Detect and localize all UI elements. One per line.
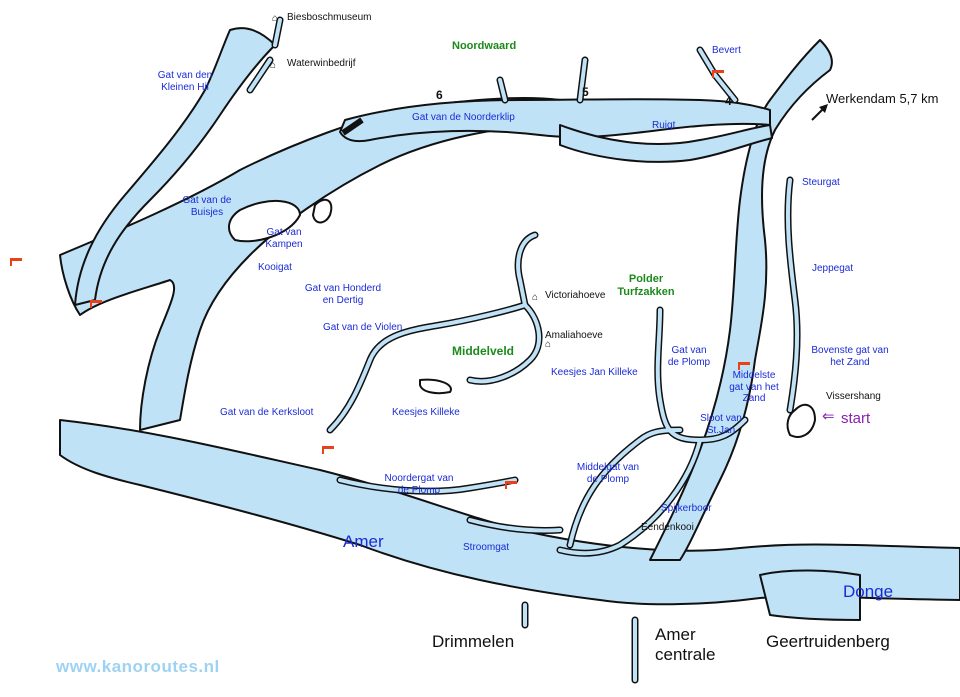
noorderklip-water — [339, 98, 771, 143]
label-gat-kleinen-hil: Gat van den Kleinen Hil — [157, 70, 213, 93]
label-waterwinbedrijf: Waterwinbedrijf — [287, 58, 356, 69]
label-keesjes-jan-killeke: Keesjes Jan Killeke — [551, 367, 638, 378]
label-bovenste-gat: Bovenste gat van het Zand — [811, 345, 889, 368]
label-amer-centrale: Amer centrale — [655, 625, 716, 664]
label-gat-violen: Gat van de Violen — [323, 322, 403, 333]
creeks — [246, 16, 801, 684]
label-middelgat-plomp: Middelgat van de Plomp — [576, 462, 640, 485]
label-spijkerboor: Spijkerboor — [661, 503, 712, 514]
island-2 — [312, 198, 333, 224]
route-point-5: 5 — [582, 85, 589, 99]
route-point-6: 6 — [436, 88, 443, 102]
werkendam-arrow-head-icon — [819, 104, 828, 113]
label-ruigt: Ruigt — [652, 120, 676, 131]
label-gat-plomp: Gat van de Plomp — [667, 345, 711, 368]
island-3 — [419, 378, 452, 395]
landing-marker-plomp — [505, 481, 517, 489]
landing-marker-kerksloot — [322, 446, 334, 454]
label-polder-turfzakken: Polder Turfzakken — [617, 273, 675, 298]
label-gat-kerksloot: Gat van de Kerksloot — [220, 407, 314, 418]
island-1 — [228, 199, 301, 243]
label-drimmelen: Drimmelen — [432, 632, 515, 651]
label-gat-buisjes: Gat van de Buisjes — [182, 195, 232, 218]
label-bevert: Bevert — [712, 45, 741, 56]
start-arrow-icon: ⇐ — [822, 408, 835, 425]
label-gat-kampen: Gat van Kampen — [265, 227, 303, 250]
label-gat-honderd: Gat van Honderd en Dertig — [304, 283, 382, 306]
label-eendenkooi: Eendenkooi — [641, 522, 694, 533]
label-donge: Donge — [843, 582, 894, 601]
label-stroomgat: Stroomgat — [463, 542, 510, 553]
east-channel — [649, 39, 833, 561]
victoriahoeve-icon: ⌂ — [532, 292, 539, 303]
label-noordergat-plomp: Noordergat van de Plomp — [384, 473, 454, 496]
website-label[interactable]: www.kanoroutes.nl — [56, 657, 220, 676]
label-keesjes-killeke: Keesjes Killeke — [392, 407, 460, 418]
landing-marker-middelste — [738, 362, 750, 370]
waterworks-icon: ⌂ — [270, 60, 277, 71]
landing-marker-west — [10, 258, 22, 266]
label-biesboschmuseum: Biesboschmuseum — [287, 12, 372, 23]
island-vissershang — [786, 403, 816, 438]
ruigt-water — [559, 124, 773, 163]
label-gat-noorderklip: Gat van de Noorderklip — [412, 112, 515, 123]
label-geertruidenberg: Geertruidenberg — [766, 632, 890, 651]
label-kooigat: Kooigat — [258, 262, 292, 273]
museum-icon: ⌂ — [272, 13, 279, 24]
landing-marker-bevert — [712, 70, 724, 78]
label-middelste-gat: Middelste gat van het Zand — [729, 370, 779, 404]
label-werkendam: Werkendam 5,7 km — [826, 91, 939, 106]
kleinen-hil-water — [74, 27, 276, 306]
label-amaliahoeve: Amaliahoeve — [545, 330, 603, 341]
label-vissershang: Vissershang — [826, 391, 881, 402]
label-victoriahoeve: Victoriahoeve — [545, 290, 606, 301]
label-amer: Amer — [343, 532, 384, 551]
label-middelveld: Middelveld — [452, 344, 515, 358]
label-steurgat: Steurgat — [802, 177, 840, 188]
route-point-4: 4 — [725, 94, 732, 108]
amaliahoeve-icon: ⌂ — [545, 339, 552, 350]
label-sloot-st-jan: Sloot van St.Jan — [700, 413, 742, 436]
ferry-bar — [341, 117, 364, 136]
label-noordwaard: Noordwaard — [452, 40, 517, 52]
landing-marker-west-island — [90, 300, 102, 308]
label-start: start — [841, 410, 871, 427]
donge-water — [759, 569, 861, 621]
label-jeppegat: Jeppegat — [812, 263, 854, 274]
